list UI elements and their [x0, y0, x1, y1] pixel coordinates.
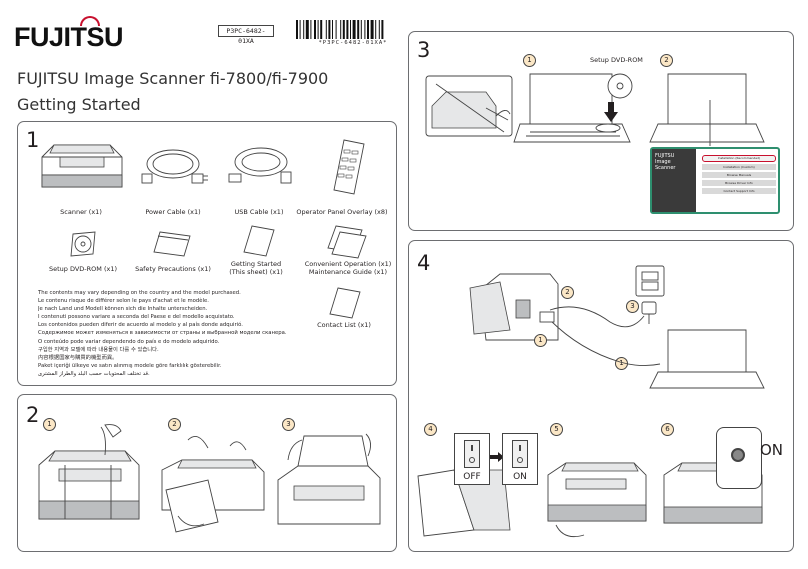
usb-cable-icon [228, 147, 292, 184]
scanner-back-switch-illustration [417, 469, 511, 537]
note-line: O conteúdo pode variar dependendo do paí… [38, 338, 220, 345]
sheet-icon [243, 225, 275, 257]
barcode [296, 20, 384, 39]
note-line: 구입한 지역과 모델에 따라 내용물이 다를 수 있습니다. [38, 346, 159, 353]
caption-power-cable: Power Cable (x1) [145, 208, 201, 216]
caption-safety: Safety Precautions (x1) [135, 265, 211, 273]
caption-contact-list: Contact List (x1) [317, 321, 371, 329]
step-badge: 2 [168, 418, 181, 431]
caption-scanner: Scanner (x1) [60, 208, 102, 216]
title-line-1: FUJITSU Image Scanner fi-7800/fi-7900 [17, 69, 329, 88]
installer-button[interactable]: Browse Manuals [702, 172, 776, 178]
section-number: 2 [26, 403, 40, 427]
switch-off-label: OFF [463, 472, 481, 482]
switch-on-rocker[interactable] [512, 440, 528, 468]
logo-infinity-mark [80, 16, 100, 26]
installer-button[interactable]: Contact Support Info [702, 188, 776, 194]
power-switch-on-box: ON [502, 433, 538, 485]
step-badge: 1 [523, 54, 536, 67]
multilingual-notes: The contents may vary depending on the c… [38, 289, 298, 378]
switch-on-label: ON [513, 472, 527, 482]
note-line: قد تختلف المحتويات حسب البلد والطراز الم… [38, 370, 150, 377]
caption-line: (This sheet) (x1) [229, 268, 283, 276]
installer-button-recommended[interactable]: Installation (Recommended) [702, 155, 776, 162]
fujitsu-logo: FUJITSU [14, 16, 124, 53]
installer-button[interactable]: Installation (Custom) [702, 164, 776, 170]
caption-line: Maintenance Guide (x1) [308, 268, 388, 276]
section-number: 3 [417, 38, 431, 62]
right-arrow-icon [490, 452, 504, 462]
caption-panel-overlay: Operator Panel Overlay (x8) [296, 208, 388, 216]
section-number: 4 [417, 251, 431, 275]
power-switch-off-box: OFF [454, 433, 490, 485]
step-badge: 2 [660, 54, 673, 67]
laptop-installer-illustration [649, 73, 765, 146]
note-line: Je nach Land und Modell können sich die … [38, 306, 208, 313]
installer-sidebar: FUJITSU Image Scanner [652, 149, 696, 212]
scanner-chute-close-illustration [547, 462, 647, 538]
cable-routing-illustration [539, 306, 661, 367]
step-badge: 5 [550, 423, 563, 436]
title-line-2: Getting Started [17, 95, 141, 114]
power-on-label: ON [760, 441, 784, 459]
scanner-no-power-illustration [425, 75, 513, 137]
step-badge: 2 [561, 286, 574, 299]
open-chute-illustration [161, 435, 265, 533]
step-badge: 3 [282, 418, 295, 431]
dvd-icon [70, 231, 96, 257]
dvd-disc-icon [607, 73, 633, 99]
power-button-icon[interactable] [731, 448, 745, 462]
switch-off-rocker[interactable] [464, 440, 480, 468]
power-cable-icon [141, 149, 208, 184]
booklet-icon [153, 231, 191, 257]
step-badge: 3 [626, 300, 639, 313]
step-badge: 1 [534, 334, 547, 347]
note-line: The contents may vary depending on the c… [38, 290, 241, 296]
section-number: 1 [26, 128, 40, 152]
installer-brand-line: Image [655, 159, 671, 165]
note-line: Содержимое может изменяться в зависимост… [38, 330, 287, 337]
page-title: FUJITSU Image Scanner fi-7800/fi-7900 Ge… [17, 66, 328, 118]
step-badge: 4 [424, 423, 437, 436]
note-line: Paket içeriği ülkeye ve satın alınmış mo… [38, 362, 222, 369]
dvd-label: Setup DVD-ROM [590, 56, 643, 64]
barcode-text: *P3PC-6482-01XA* [318, 40, 388, 46]
scanner-tape-removal-illustration [38, 424, 140, 520]
caption-getting-started: Getting Started (This sheet) (x1) [216, 260, 296, 276]
caption-line: Convenient Operation (x1) [304, 260, 392, 268]
caption-line: Getting Started [230, 260, 282, 268]
scanner-icon [41, 144, 123, 188]
open-cover-illustration [277, 433, 381, 525]
installer-button-list: Installation (Recommended) Installation … [702, 155, 776, 194]
installer-brand-line: Scanner [655, 165, 676, 171]
note-line: 内容根据国家与購買的機型而異。 [38, 354, 118, 361]
caption-usb-cable: USB Cable (x1) [234, 208, 284, 216]
power-button-callout [716, 427, 762, 489]
note-line: I contenuti possono variare a seconda de… [38, 314, 235, 321]
caption-convenient-operation: Convenient Operation (x1) Maintenance Gu… [300, 260, 396, 276]
scanner-side-illustration [469, 273, 559, 341]
contact-sheet-icon [329, 287, 361, 319]
down-arrow-icon [604, 102, 618, 122]
stacked-sheets-icon [327, 225, 367, 259]
note-line: Los contenidos pueden diferir de acuerdo… [38, 322, 243, 329]
step-badge: 1 [43, 418, 56, 431]
document-id: P3PC-6482-01XA [218, 25, 274, 45]
panel-overlay-icon [333, 139, 365, 195]
wall-outlet-icon [635, 265, 665, 297]
installer-button[interactable]: Browse Driver Info [702, 180, 776, 186]
caption-dvd: Setup DVD-ROM (x1) [48, 265, 118, 273]
laptop-dvd-insert-illustration [513, 73, 631, 143]
note-line: Le contenu risque de différer selon le p… [38, 298, 209, 305]
installer-window: FUJITSU Image Scanner Installation (Reco… [650, 147, 780, 214]
installer-brand-line: FUJITSU [655, 153, 675, 159]
power-plug-icon [641, 301, 657, 324]
step-badge: 6 [661, 423, 674, 436]
laptop-connected-illustration [649, 329, 765, 389]
